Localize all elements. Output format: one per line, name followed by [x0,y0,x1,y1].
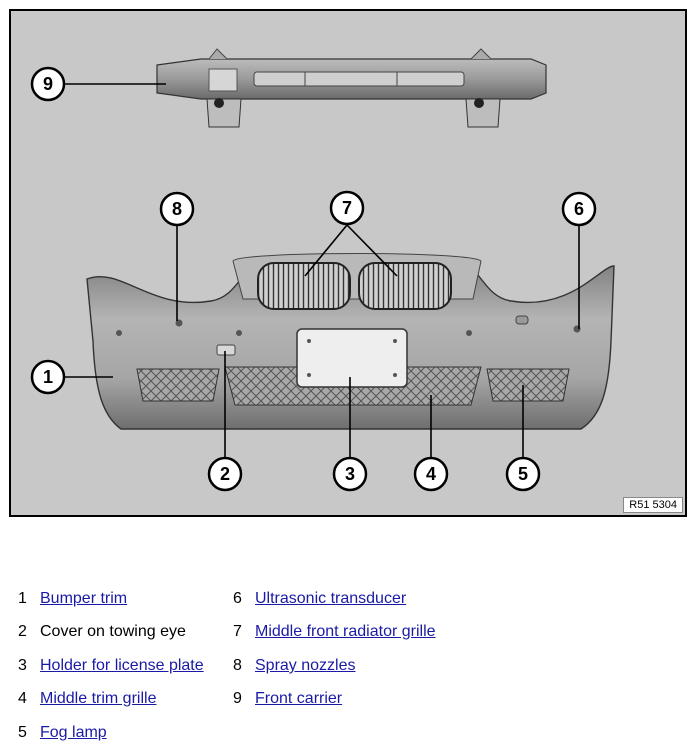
svg-text:8: 8 [172,199,182,219]
callout-3: 3 [332,456,368,492]
reference-code: R51 5304 [623,497,683,513]
legend-link-license-plate-holder[interactable]: Holder for license plate [40,657,204,674]
legend-number: 2 [18,623,27,640]
callout-2: 2 [207,456,243,492]
bumper-trim-drawing [86,253,615,430]
svg-text:6: 6 [574,199,584,219]
legend-link-ultrasonic-transducer[interactable]: Ultrasonic transducer [255,590,407,607]
callout-6: 6 [561,191,597,227]
legend-link-middle-trim-grille[interactable]: Middle trim grille [40,690,157,707]
svg-text:1: 1 [43,367,53,387]
svg-text:4: 4 [426,464,436,484]
legend-link-front-carrier[interactable]: Front carrier [255,690,343,707]
legend-link-radiator-grille[interactable]: Middle front radiator grille [255,623,436,640]
legend-number: 3 [18,657,27,674]
front-carrier-drawing [156,48,547,128]
callout-5: 5 [505,456,541,492]
legend-number: 4 [18,690,27,707]
legend-number: 5 [18,724,27,741]
svg-text:9: 9 [43,74,53,94]
callout-7: 7 [329,190,365,226]
legend-number: 8 [233,657,242,674]
bumper-illustration: 9 1 2 3 4 5 6 7 8 [30,48,615,492]
legend-number: 1 [18,590,27,607]
svg-text:2: 2 [220,464,230,484]
legend-text-cover-towing-eye: Cover on towing eye [40,623,186,640]
legend-link-fog-lamp[interactable]: Fog lamp [40,724,107,741]
callout-9: 9 [30,66,66,102]
callout-8: 8 [159,191,195,227]
legend-number: 9 [233,690,242,707]
callout-4: 4 [413,456,449,492]
legend-number: 6 [233,590,242,607]
svg-text:7: 7 [342,198,352,218]
legend-number: 7 [233,623,242,640]
legend-link-bumper-trim[interactable]: Bumper trim [40,590,128,607]
svg-text:3: 3 [345,464,355,484]
parts-diagram: 9 1 2 3 4 5 6 7 8 R51 5304 [9,9,687,517]
callout-1: 1 [30,359,66,395]
svg-text:5: 5 [518,464,528,484]
legend-link-spray-nozzles[interactable]: Spray nozzles [255,657,356,674]
